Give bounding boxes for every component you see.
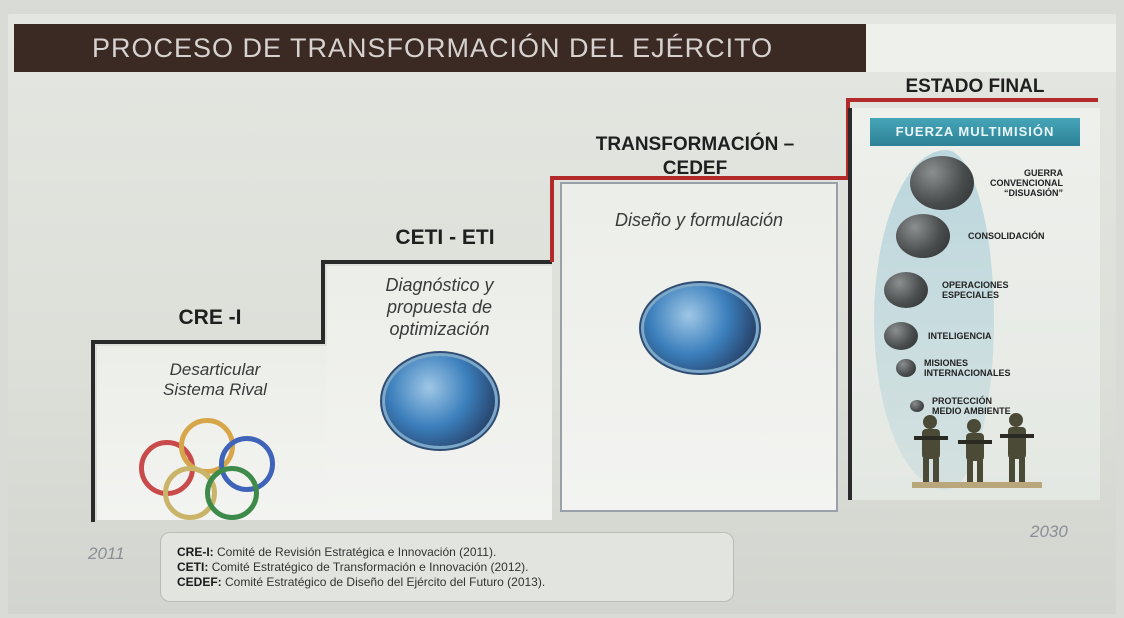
stage-cedef-description: Diseño y formulación <box>614 210 784 230</box>
stage-cre-panel: Desarticular Sistema Rival <box>97 346 333 520</box>
legend-text: Comité Estratégico de Diseño del Ejércit… <box>225 575 546 589</box>
stage-ceti-panel: Diagnóstico y propuesta de optimización <box>327 266 552 520</box>
army-emblem-icon <box>385 356 495 446</box>
mission-item: GUERRA CONVENCIONAL “DISUASIÓN” <box>910 156 1063 210</box>
fuerza-multimision-header: FUERZA MULTIMISIÓN <box>870 118 1080 146</box>
sphere-icon <box>896 214 950 258</box>
mission-label: PROTECCIÓN <box>932 396 993 406</box>
soldiers-icon <box>912 413 1042 488</box>
mission-label: “DISUASIÓN” <box>1004 188 1064 198</box>
mission-item: INTELIGENCIA <box>884 322 992 350</box>
legend-row: CETI: Comité Estratégico de Transformaci… <box>177 560 733 575</box>
mission-label: GUERRA <box>1024 168 1064 178</box>
stage-cedef-panel: Diseño y formulación <box>560 182 838 512</box>
legend-abbr: CETI: <box>177 560 209 574</box>
legend-text: Comité de Revisión Estratégica e Innovac… <box>217 545 497 559</box>
mission-label: INTERNACIONALES <box>924 368 1011 378</box>
legend-box: CRE-I: Comité de Revisión Estratégica e … <box>160 532 734 602</box>
legend-abbr: CRE-I: <box>177 545 214 559</box>
legend-row: CEDEF: Comité Estratégico de Diseño del … <box>177 575 733 590</box>
year-start: 2011 <box>88 544 125 563</box>
stage-ceti-title: CETI - ETI <box>395 226 495 249</box>
stage-cedef-title-line2: CEDEF <box>662 158 728 179</box>
mission-label: MEDIO AMBIENTE <box>932 406 1011 416</box>
mission-label: MISIONES <box>924 358 969 368</box>
year-end: 2030 <box>1030 522 1068 541</box>
mission-item: PROTECCIÓN MEDIO AMBIENTE <box>910 396 1011 416</box>
mission-label: CONSOLIDACIÓN <box>968 231 1045 241</box>
sphere-icon <box>884 272 928 308</box>
mission-label: CONVENCIONAL <box>990 178 1064 188</box>
legend-row: CRE-I: Comité de Revisión Estratégica e … <box>177 545 733 560</box>
mission-label: OPERACIONES <box>942 280 1009 290</box>
sphere-icon <box>884 322 918 350</box>
stage-cre-title: CRE -I <box>178 306 242 329</box>
mission-item: MISIONES INTERNACIONALES <box>896 358 1011 378</box>
title-bar-spacer <box>866 24 1116 72</box>
mission-item: CONSOLIDACIÓN <box>896 214 1045 258</box>
stage-cedef-title-line1: TRANSFORMACIÓN – <box>595 134 795 155</box>
stage-ceti-description: Diagnóstico y propuesta de optimización <box>385 275 494 339</box>
mission-label: INTELIGENCIA <box>928 331 992 341</box>
sphere-icon <box>896 359 916 377</box>
sphere-icon <box>910 400 924 412</box>
crest-icon <box>205 466 259 520</box>
stage-final-title: ESTADO FINAL <box>905 76 1045 97</box>
page-title: PROCESO DE TRANSFORMACIÓN DEL EJÉRCITO <box>14 24 866 72</box>
army-emblem-icon <box>644 286 756 370</box>
mission-label: ESPECIALES <box>942 290 1000 300</box>
stage-cre-description: Desarticular Sistema Rival <box>163 360 267 399</box>
sphere-icon <box>910 156 974 210</box>
crest-group <box>135 418 285 520</box>
legend-text: Comité Estratégico de Transformación e I… <box>211 560 529 574</box>
final-state-panel: FUERZA MULTIMISIÓN GUERRA CONVENCIONAL “… <box>848 108 1100 500</box>
legend-abbr: CEDEF: <box>177 575 222 589</box>
mission-item: OPERACIONES ESPECIALES <box>884 272 1009 308</box>
